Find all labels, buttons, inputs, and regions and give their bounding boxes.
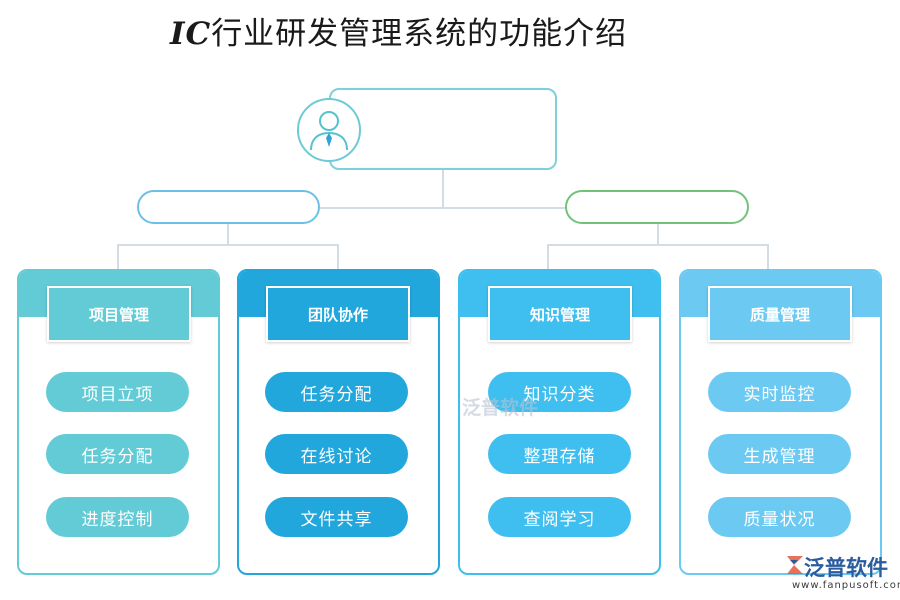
item-task-assignment: 任务分配 xyxy=(46,434,189,474)
item-project-initiation: 项目立项 xyxy=(46,372,189,412)
item-quality-status: 质量状况 xyxy=(708,497,851,537)
item-browse-learning: 查阅学习 xyxy=(488,497,631,537)
top-node-box xyxy=(329,88,557,170)
item-online-discussion: 在线讨论 xyxy=(265,434,408,474)
item-generation-management: 生成管理 xyxy=(708,434,851,474)
item-task-assignment: 任务分配 xyxy=(265,372,408,412)
header-knowledge-management: 知识管理 xyxy=(488,286,632,342)
item-knowledge-classification: 知识分类 xyxy=(488,372,631,412)
fanpu-logo-icon xyxy=(787,556,803,574)
center-watermark: 泛普软件 xyxy=(462,397,539,419)
page-title: IC行业研发管理系统的功能介绍 xyxy=(170,16,628,52)
brand-watermark: 泛普软件 xyxy=(804,556,888,580)
brand-url: www.fanpusoft.com xyxy=(792,580,900,591)
header-project-management: 项目管理 xyxy=(47,286,191,342)
item-progress-control: 进度控制 xyxy=(46,497,189,537)
item-file-sharing: 文件共享 xyxy=(265,497,408,537)
header-quality-management: 质量管理 xyxy=(708,286,852,342)
user-avatar-icon xyxy=(297,98,361,162)
branch-node-right xyxy=(565,190,749,224)
header-team-collaboration: 团队协作 xyxy=(266,286,410,342)
branch-node-left xyxy=(137,190,320,224)
item-organize-storage: 整理存储 xyxy=(488,434,631,474)
item-realtime-monitoring: 实时监控 xyxy=(708,372,851,412)
